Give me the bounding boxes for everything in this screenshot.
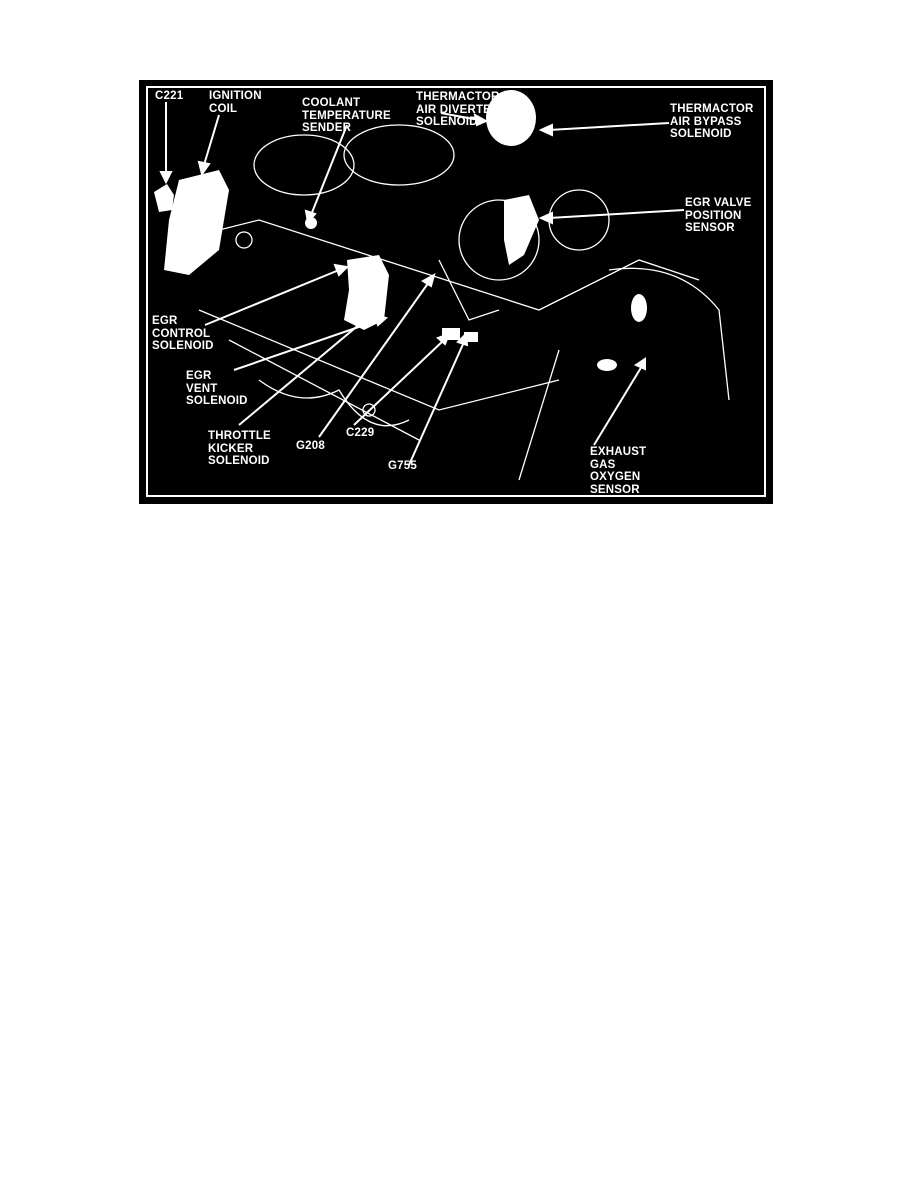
- label-egr-control-solenoid: EGR CONTROL SOLENOID: [152, 315, 214, 352]
- label-exhaust-gas-oxygen-sensor: EXHAUST GAS OXYGEN SENSOR: [590, 446, 647, 496]
- label-throttle-kicker-solenoid: THROTTLE KICKER SOLENOID: [208, 430, 271, 467]
- label-thermactor-air-bypass-solenoid: THERMACTOR AIR BYPASS SOLENOID: [670, 103, 754, 140]
- engine-illustration: [154, 90, 730, 481]
- label-thermactor-air-diverter-solenoid: THERMACTOR AIR DIVERTER SOLENOID: [416, 91, 500, 128]
- label-egr-valve-position-sensor: EGR VALVE POSITION SENSOR: [685, 197, 752, 234]
- label-ignition-coil: IGNITION COIL: [209, 90, 262, 115]
- label-g208: G208: [296, 440, 325, 452]
- label-egr-vent-solenoid: EGR VENT SOLENOID: [186, 370, 248, 407]
- label-g755: G755: [388, 460, 417, 472]
- diagram-frame: [146, 86, 766, 497]
- ignition-coil-body: [164, 170, 229, 275]
- label-c221: C221: [155, 90, 184, 102]
- label-coolant-temperature-sender: COOLANT TEMPERATURE SENDER: [302, 97, 391, 134]
- label-c229: C229: [346, 427, 375, 439]
- leader-arrows: [159, 102, 685, 466]
- engine-linework: [178, 124, 730, 481]
- engine-component-diagram: C221 IGNITION COIL COOLANT TEMPERATURE S…: [139, 80, 773, 504]
- c221-connector: [154, 184, 174, 212]
- egr-position-sensor: [504, 195, 539, 265]
- highlighted-components: [154, 90, 647, 371]
- egr-solenoid-pack: [344, 255, 389, 330]
- air-bypass-solenoid: [486, 90, 536, 146]
